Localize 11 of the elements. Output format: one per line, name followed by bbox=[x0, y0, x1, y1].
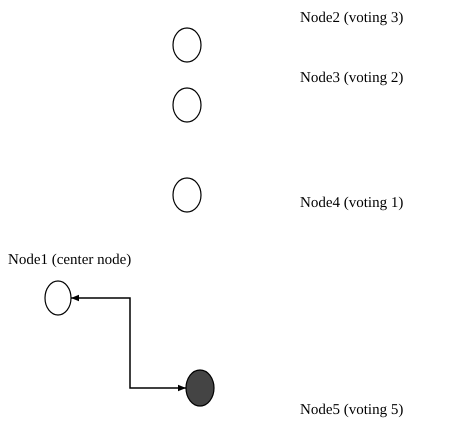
filled-circle bbox=[185, 369, 215, 407]
node-circle bbox=[172, 177, 202, 213]
node-label: Node3 (voting 2) bbox=[300, 70, 404, 87]
node-label: Node1 (center node) bbox=[8, 252, 132, 269]
arrow bbox=[71, 294, 186, 392]
node-circle bbox=[172, 27, 202, 63]
node-label: Node5 (voting 5) bbox=[300, 402, 404, 419]
node-circle bbox=[172, 87, 202, 123]
node-circle bbox=[44, 280, 72, 316]
node-label: Node4 (voting 1) bbox=[300, 195, 404, 212]
node-label: Node2 (voting 3) bbox=[300, 10, 404, 27]
